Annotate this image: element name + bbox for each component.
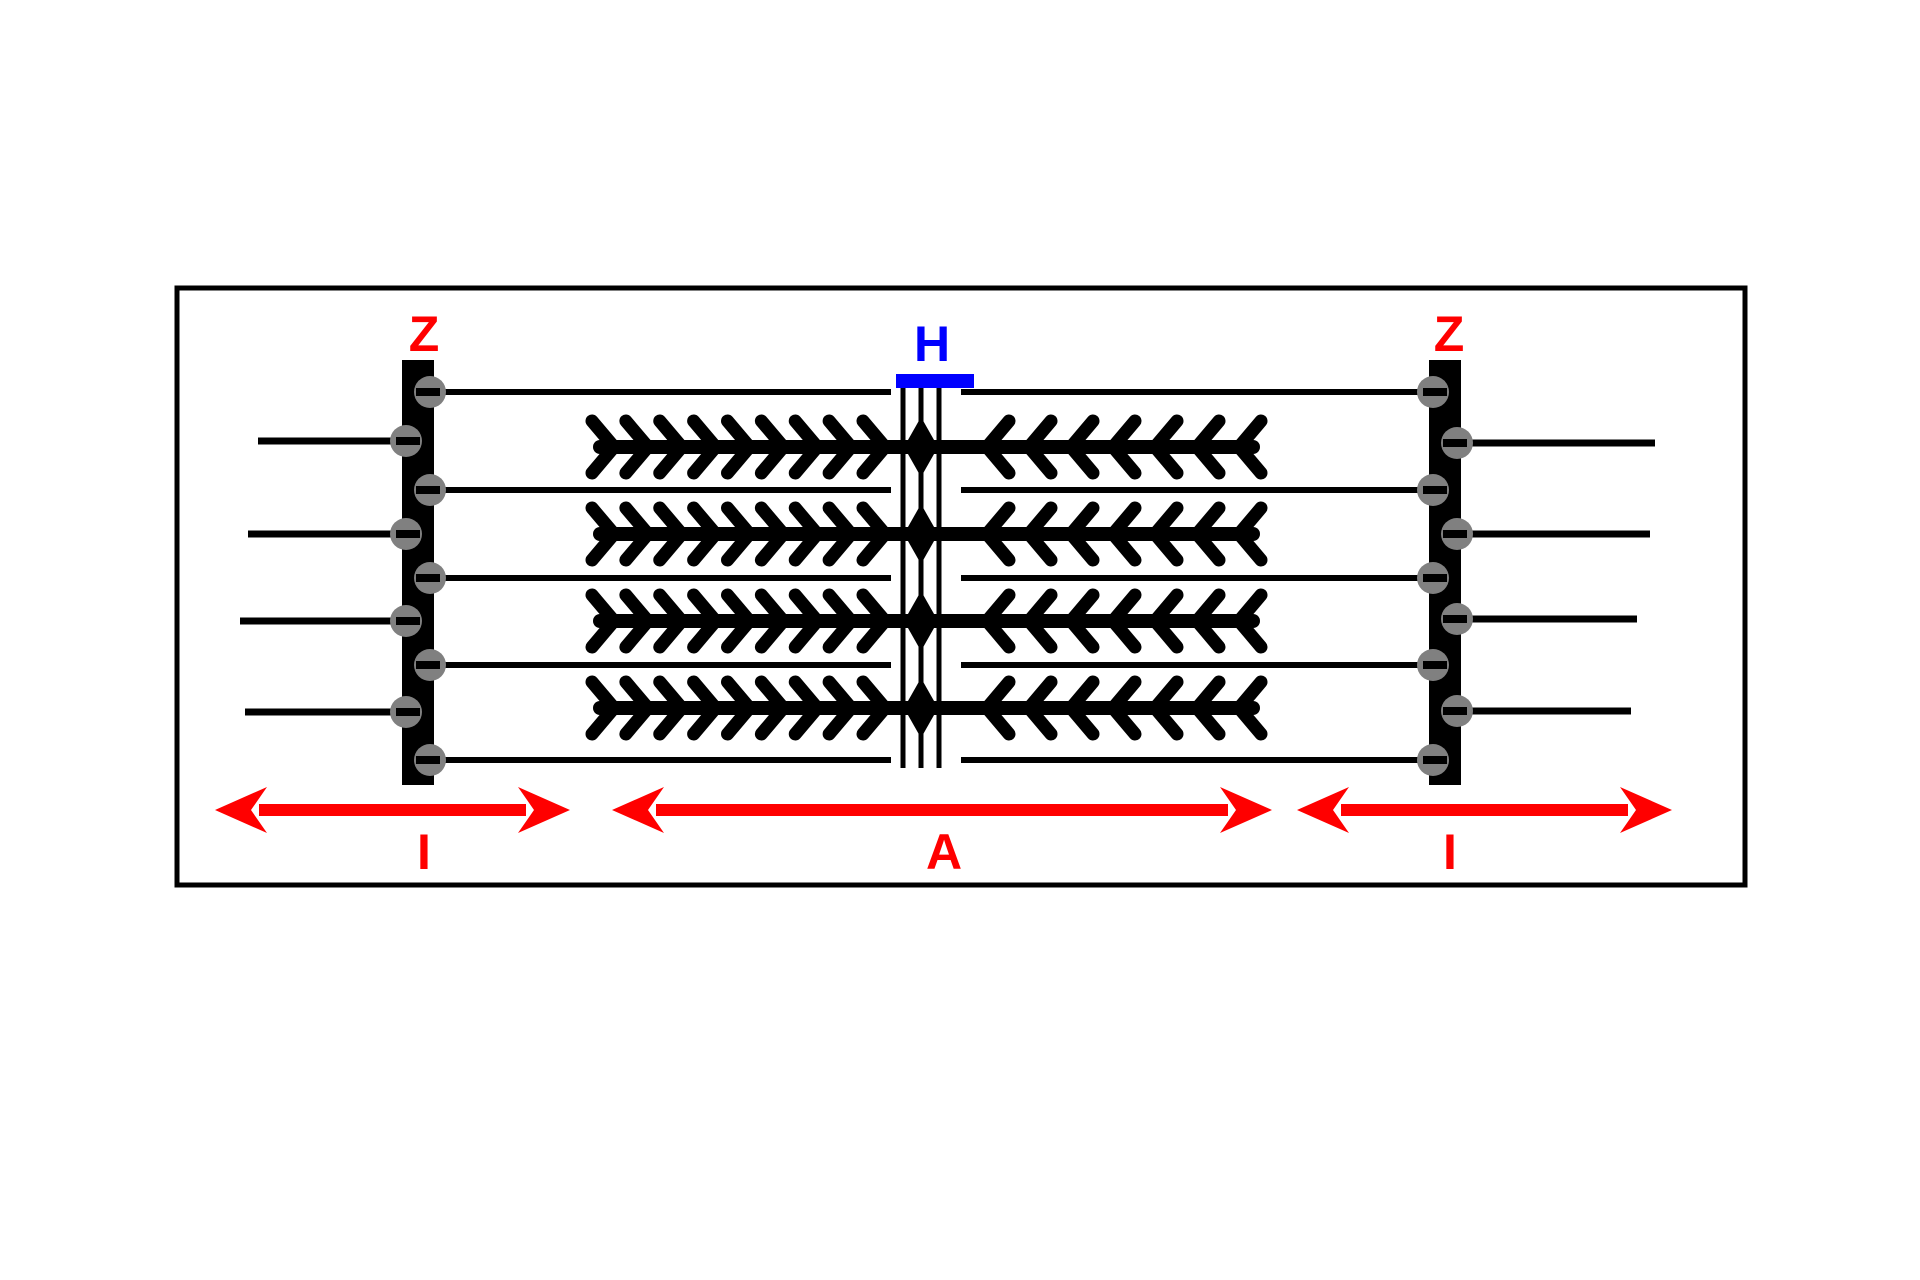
feather-barb-down-right: [1064, 440, 1100, 480]
feather-barb-down-left: [585, 440, 621, 480]
feather-barb-down-left: [788, 527, 824, 567]
feather-barb-down-left: [856, 614, 892, 654]
dimension-arrowhead-left: [215, 787, 267, 833]
dimension-shaft: [1341, 804, 1628, 816]
feather-barb-down-left: [721, 440, 756, 480]
dimension-shaft: [259, 804, 526, 816]
feather-barb-down-left: [754, 614, 790, 654]
feather-barb-down-left: [653, 614, 689, 654]
dim-arrow-i-left: [215, 787, 570, 833]
feather-barb-down-left: [721, 527, 756, 567]
dimension-arrowhead-right: [1220, 787, 1272, 833]
feather-row-1: [585, 414, 1268, 480]
feather-barb-down-left: [585, 614, 621, 654]
feather-barb-down-right: [1022, 527, 1058, 567]
feather-barb-down-left: [585, 701, 621, 741]
feather-barb-down-right: [1190, 527, 1226, 567]
feather-barb-down-right: [1022, 614, 1058, 654]
feather-barb-down-right: [1232, 614, 1268, 654]
feather-barb-down-left: [653, 701, 689, 741]
label-i-right: I: [1443, 824, 1457, 880]
feather-row-3: [585, 588, 1268, 654]
feather-barb-down-left: [822, 440, 858, 480]
feather-barb-down-left: [687, 440, 723, 480]
feather-barb-down-right: [1064, 527, 1100, 567]
feather-barb-down-right: [1232, 527, 1268, 567]
feather-barb-down-right: [980, 701, 1016, 741]
feather-barb-down-left: [856, 440, 892, 480]
feather-barb-down-left: [585, 527, 621, 567]
feather-barb-down-left: [822, 527, 858, 567]
feather-barb-down-right: [1064, 701, 1100, 741]
feather-barb-down-left: [619, 701, 655, 741]
feather-barb-down-left: [619, 614, 655, 654]
feather-barb-down-right: [1064, 614, 1100, 654]
feather-barb-down-left: [687, 527, 723, 567]
dimension-arrowhead-left: [1297, 787, 1349, 833]
feather-barb-down-left: [687, 701, 723, 741]
feather-barb-down-left: [721, 614, 756, 654]
feather-barb-down-left: [721, 701, 756, 741]
feather-row-2: [585, 501, 1268, 567]
feather-barb-down-right: [1022, 701, 1058, 741]
feather-barb-down-right: [1148, 701, 1184, 741]
feather-barb-down-left: [754, 701, 790, 741]
feather-barb-down-left: [754, 440, 790, 480]
feather-barb-down-right: [1148, 527, 1184, 567]
feather-barb-down-left: [619, 527, 655, 567]
label-h-top: H: [914, 316, 950, 372]
feather-barb-down-left: [754, 527, 790, 567]
feather-barb-down-right: [980, 440, 1016, 480]
feather-barb-down-left: [619, 440, 655, 480]
feather-row-4: [585, 675, 1268, 741]
feather-barb-down-right: [1106, 440, 1142, 480]
feather-barb-down-right: [1232, 440, 1268, 480]
dim-arrow-a: [612, 787, 1272, 833]
feather-barb-down-right: [980, 614, 1016, 654]
dim-arrow-i-right: [1297, 787, 1672, 833]
dimension-arrowhead-left: [612, 787, 664, 833]
label-i-left: I: [417, 824, 431, 880]
label-a-mid: A: [926, 824, 962, 880]
feather-barb-down-right: [1106, 701, 1142, 741]
dimension-shaft: [656, 804, 1228, 816]
feather-barb-down-right: [1232, 701, 1268, 741]
dimension-arrowhead-right: [518, 787, 570, 833]
feather-barb-down-left: [788, 440, 824, 480]
feather-barb-down-right: [1190, 440, 1226, 480]
feather-barb-down-left: [822, 614, 858, 654]
outer-frame: [174, 285, 1748, 888]
feather-barb-down-left: [788, 614, 824, 654]
feather-barb-down-left: [856, 527, 892, 567]
feather-barb-down-right: [1022, 440, 1058, 480]
feather-barb-down-left: [653, 440, 689, 480]
feather-barb-down-left: [653, 527, 689, 567]
feather-barb-down-left: [856, 701, 892, 741]
feather-barb-down-right: [1190, 614, 1226, 654]
label-z-left: Z: [409, 306, 440, 362]
feather-barb-down-right: [1190, 701, 1226, 741]
feather-barb-down-left: [822, 701, 858, 741]
feather-barb-down-right: [1106, 527, 1142, 567]
feather-barb-down-right: [980, 527, 1016, 567]
feather-barb-down-right: [1148, 614, 1184, 654]
feather-barb-down-left: [687, 614, 723, 654]
feather-barb-down-left: [788, 701, 824, 741]
label-z-right: Z: [1434, 306, 1465, 362]
feather-barb-down-right: [1148, 440, 1184, 480]
h-underline-bar: [896, 374, 974, 388]
dimension-arrowhead-right: [1620, 787, 1672, 833]
feather-barb-down-right: [1106, 614, 1142, 654]
